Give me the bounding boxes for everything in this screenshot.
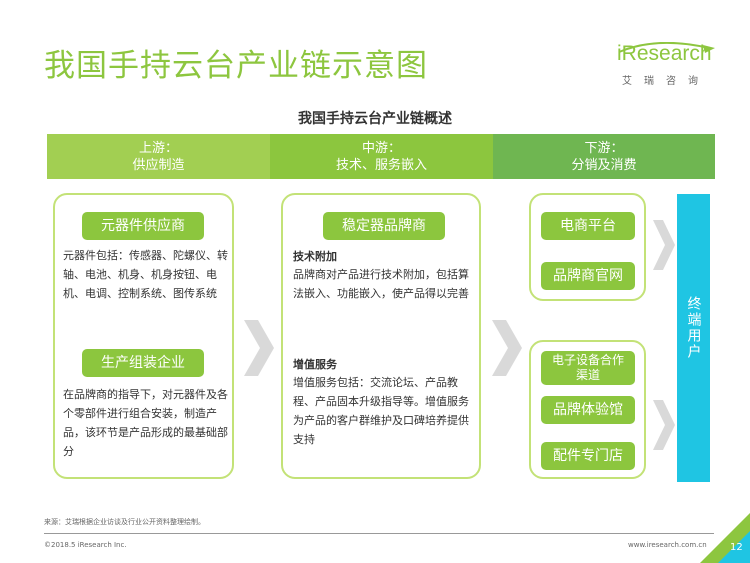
pill-stabilizer-brand: 稳定器品牌商: [323, 212, 445, 240]
stage-upstream: 上游： 供应制造: [47, 134, 270, 179]
stage-midstream-label: 中游：: [361, 140, 401, 156]
pill-accessory-store: 配件专门店: [541, 442, 635, 470]
website: www.iresearch.com.cn: [628, 541, 707, 549]
logo-sub: 艾瑞咨询: [622, 76, 710, 87]
upstream-box: [53, 193, 234, 479]
source-note: 来源：艾瑞根据企业访谈及行业公开资料整理绘制。: [44, 518, 205, 526]
stage-midstream: 中游： 技术、服务嵌入: [270, 134, 493, 179]
footer-divider: [44, 533, 714, 534]
end-user-bar: 终端用户: [677, 194, 710, 482]
section-tech-title: 技术附加: [293, 250, 337, 263]
arrow-right-icon: [653, 400, 675, 450]
stage-upstream-label: 上游：: [138, 140, 178, 156]
arrow-right-icon: [492, 320, 522, 376]
pill-ecommerce: 电商平台: [541, 212, 635, 240]
stage-downstream: 下游： 分销及消费: [493, 134, 715, 179]
pill-assembly-enterprise: 生产组装企业: [82, 349, 204, 377]
upstream-text-2: 在品牌商的指导下，对元器件及各个零部件进行组合安装，制造产品，该环节是产品形成的…: [63, 388, 228, 458]
upstream-text-1: 元器件包括：传感器、陀螺仪、转轴、电池、机身、机身按钮、电机、电调、控制系统、图…: [63, 249, 228, 300]
diagram-title: 我国手持云台产业链概述: [298, 111, 452, 127]
copyright: ©2018.5 iResearch Inc.: [44, 541, 127, 549]
iresearch-logo: iResearch 艾瑞咨询: [617, 42, 717, 90]
pill-electronics-channel: 电子设备合作渠道: [541, 351, 635, 385]
arrow-right-icon: [653, 220, 675, 270]
stage-upstream-sub: 供应制造: [132, 157, 185, 173]
logo-arc-icon: [618, 42, 715, 53]
end-user-label: 终端用户: [685, 296, 702, 360]
stage-downstream-label: 下游：: [584, 140, 624, 156]
section-value-text: 增值服务包括：交流论坛、产品教程、产品固本升级指导等。增值服务为产品的客户群维护…: [293, 376, 469, 446]
pill-brand-website: 品牌商官网: [541, 262, 635, 290]
page-title: 我国手持云台产业链示意图: [44, 48, 428, 84]
pill-component-supplier: 元器件供应商: [82, 212, 204, 240]
stage-downstream-sub: 分销及消费: [571, 157, 637, 173]
arrow-right-icon: [244, 320, 274, 376]
page-number: 12: [730, 542, 743, 553]
stage-midstream-sub: 技术、服务嵌入: [335, 157, 427, 173]
section-tech-text: 品牌商对产品进行技术附加，包括算法嵌入、功能嵌入，使产品得以完善: [293, 268, 469, 300]
midstream-box: [281, 193, 481, 479]
section-value-title: 增值服务: [293, 358, 337, 371]
pill-experience-store: 品牌体验馆: [541, 396, 635, 424]
logo-word: iResearch: [617, 42, 712, 65]
